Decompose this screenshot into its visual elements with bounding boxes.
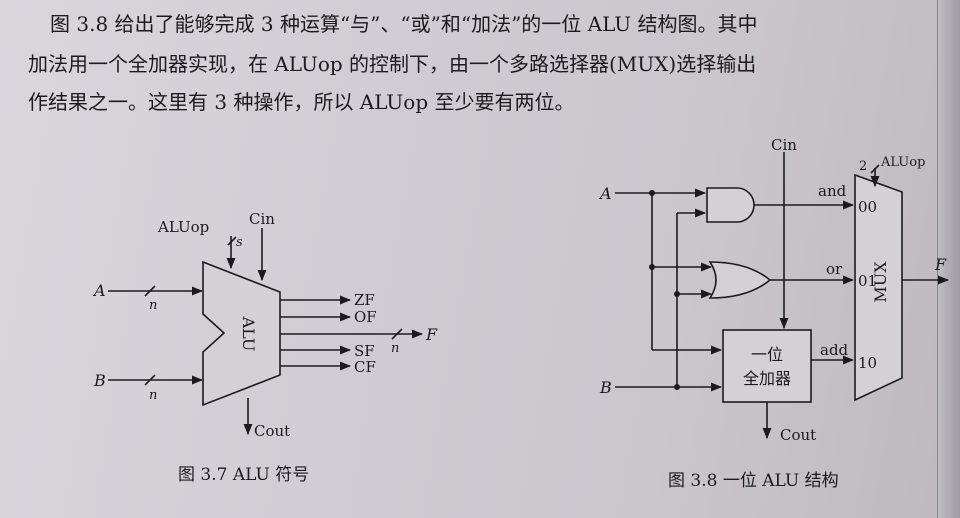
f-label: F <box>425 325 438 344</box>
figure-3-8-labels: Cin A B and or add 00 01 10 MUX 2 ALUop … <box>598 136 947 444</box>
sf-label: SF <box>354 342 375 360</box>
cf-label: CF <box>354 358 376 376</box>
mux-label: MUX <box>871 261 890 303</box>
zf-label: ZF <box>354 291 375 309</box>
mux-input-01: 01 <box>858 272 877 290</box>
adder-label-line2: 全加器 <box>743 369 791 388</box>
n-f-label: n <box>391 341 399 356</box>
add-label: add <box>820 341 849 359</box>
paragraph-line-1: 图 3.8 给出了能够完成 3 种运算“与”、“或”和“加法”的一位 ALU 结… <box>50 12 758 36</box>
a-label: A <box>92 281 106 300</box>
n-a-label: n <box>149 298 157 313</box>
b-label: B <box>599 378 612 397</box>
cout-label: Cout <box>780 426 816 444</box>
f-label: F <box>934 255 947 274</box>
s-label: s <box>236 235 243 250</box>
paragraph-line-2: 加法用一个全加器实现，在 ALUop 的控制下，由一个多路选择器(MUX)选择输… <box>28 52 757 76</box>
alu-label: ALU <box>239 316 258 352</box>
of-label: OF <box>354 308 377 326</box>
junction-dot <box>674 291 680 297</box>
mux-input-10: 10 <box>858 354 877 372</box>
b-label: B <box>93 371 106 390</box>
junction-dot <box>649 190 655 196</box>
select-width-label: 2 <box>859 159 867 174</box>
a-label: A <box>598 184 612 203</box>
n-b-label: n <box>149 388 157 403</box>
aluop-label: ALUop <box>157 218 209 236</box>
figure-3-8-caption: 图 3.8 一位 ALU 结构 <box>668 471 839 491</box>
mux-shape <box>854 173 903 402</box>
mux-input-00: 00 <box>858 198 877 216</box>
adjacent-page-edge <box>937 0 960 518</box>
or-gate <box>708 261 772 299</box>
cin-label: Cin <box>771 136 797 154</box>
cin-label: Cin <box>249 210 275 228</box>
figure-3-8-junctions <box>649 190 680 390</box>
figure-3-7-labels: ALUop s Cin A n B n ALU ZF OF SF CF n F … <box>92 210 438 440</box>
figure-3-7-caption: 图 3.7 ALU 符号 <box>178 465 310 485</box>
junction-dot <box>674 384 680 390</box>
junction-dot <box>649 264 655 270</box>
or-label: or <box>826 260 843 278</box>
figure-3-7 <box>108 228 424 436</box>
aluop-label: ALUop <box>880 155 925 170</box>
adder-label-line1: 一位 <box>751 345 783 364</box>
figure-3-8 <box>615 152 950 440</box>
cout-label: Cout <box>254 422 290 440</box>
full-adder-box <box>722 329 812 403</box>
paragraph-line-3: 作结果之一。这里有 3 种操作，所以 ALUop 至少要有两位。 <box>28 90 575 114</box>
and-gate <box>706 187 755 223</box>
and-label: and <box>818 182 847 200</box>
